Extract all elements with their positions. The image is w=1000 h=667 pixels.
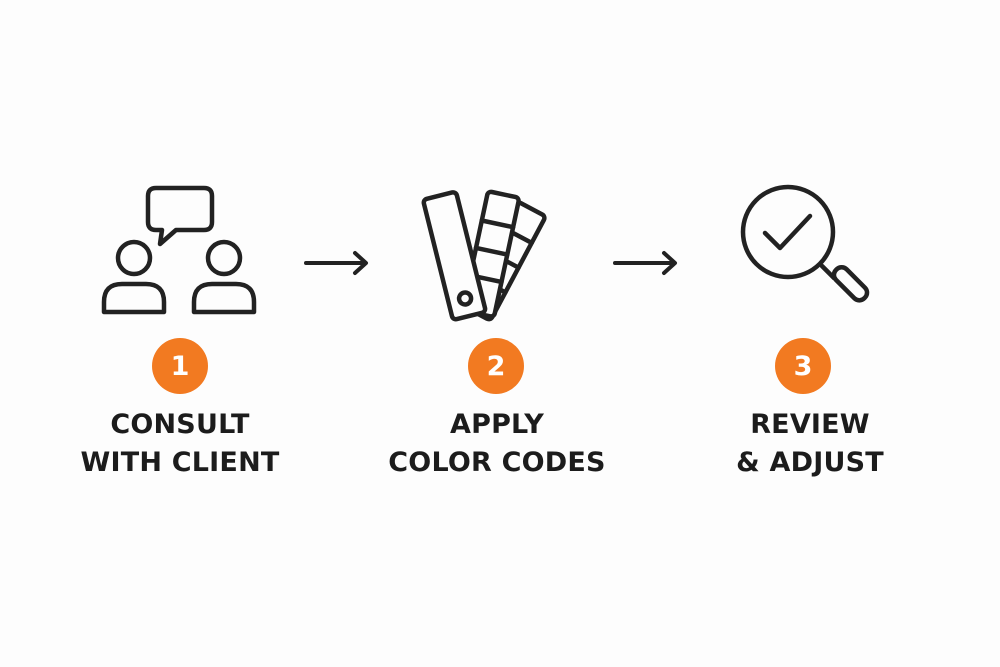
step-label-line: & ADJUST <box>736 447 884 478</box>
people-chat-icon <box>98 184 264 320</box>
step-label-line: WITH CLIENT <box>80 447 280 478</box>
arrow-right-icon <box>612 250 680 280</box>
color-swatch-fan-icon <box>421 182 568 326</box>
step-label-line: REVIEW <box>750 409 870 440</box>
step-label-line: APPLY <box>449 409 545 440</box>
step-number-badge: 1 <box>152 338 208 394</box>
step-label: REVIEW & ADJUST <box>660 406 960 482</box>
step-label-line: CONSULT <box>110 409 250 440</box>
step-label: CONSULT WITH CLIENT <box>30 406 330 482</box>
step-number-badge: 3 <box>775 338 831 394</box>
magnifier-check-icon <box>738 180 872 314</box>
step-label: APPLY COLOR CODES <box>347 406 647 482</box>
step-number-badge: 2 <box>468 338 524 394</box>
step-label-line: COLOR CODES <box>388 447 606 478</box>
arrow-right-icon <box>303 250 371 280</box>
